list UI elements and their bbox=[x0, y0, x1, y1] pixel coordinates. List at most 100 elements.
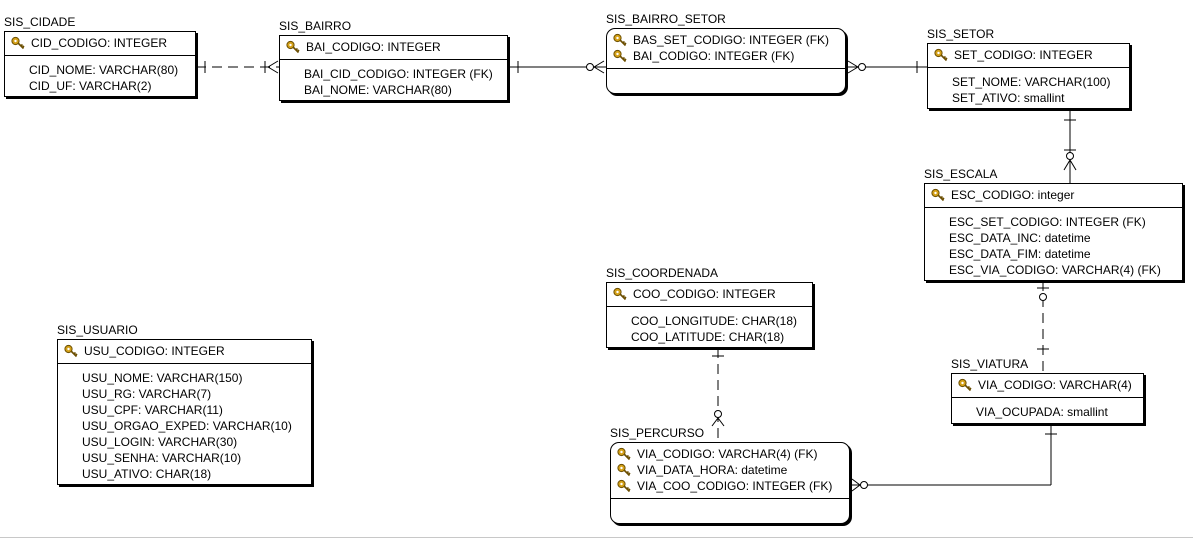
primary-key-section: BAI_CODIGO: INTEGER bbox=[280, 36, 507, 60]
optional-circle bbox=[1066, 152, 1074, 160]
attribute-row: VIA_OCUPADA: smallint bbox=[976, 405, 1108, 419]
primary-key-row: CID_CODIGO: INTEGER bbox=[5, 35, 195, 51]
attribute-row: BAI_CID_CODIGO: INTEGER (FK) bbox=[304, 67, 493, 81]
attribute-row: USU_ORGAO_EXPED: VARCHAR(10) bbox=[82, 419, 292, 433]
key-icon bbox=[11, 36, 25, 50]
primary-key-row: VIA_CODIGO: VARCHAR(4) bbox=[952, 377, 1143, 393]
crow-foot bbox=[717, 417, 725, 427]
attribute-row: USU_ATIVO: CHAR(18) bbox=[82, 467, 212, 481]
optional-circle bbox=[860, 481, 868, 489]
crow-foot bbox=[593, 66, 605, 74]
attribute-section: SET_NOME: VARCHAR(100)SET_ATIVO: smallin… bbox=[928, 74, 1129, 108]
key-icon bbox=[613, 49, 627, 63]
primary-key-row: COO_CODIGO: INTEGER bbox=[607, 286, 812, 302]
pk-column-label: VIA_CODIGO: VARCHAR(4) (FK) bbox=[637, 447, 818, 461]
crow-foot bbox=[851, 478, 861, 486]
attribute-row: BAI_NOME: VARCHAR(80) bbox=[304, 83, 452, 97]
key-icon bbox=[617, 479, 631, 493]
attribute-row: ESC_DATA_INC: datetime bbox=[949, 231, 1091, 245]
primary-key-section: ESC_CODIGO: integer bbox=[925, 184, 1182, 208]
crow-foot bbox=[593, 60, 605, 68]
attribute-row: ESC_VIA_CODIGO: VARCHAR(4) (FK) bbox=[949, 263, 1161, 277]
crow-foot bbox=[847, 60, 859, 68]
entity-sis-viatura[interactable]: SIS_VIATURA VIA_CODIGO: VARCHAR(4) VIA_OC… bbox=[951, 357, 1144, 424]
primary-key-row: ESC_CODIGO: integer bbox=[925, 187, 1182, 203]
optional-circle bbox=[858, 63, 866, 71]
pk-column-label: COO_CODIGO: INTEGER bbox=[633, 287, 776, 301]
entity-box: CID_CODIGO: INTEGER CID_NOME: VARCHAR(80)… bbox=[4, 31, 196, 97]
primary-key-section: CID_CODIGO: INTEGER bbox=[5, 32, 195, 56]
primary-key-section: VIA_CODIGO: VARCHAR(4) (FK) VIA_DATA_HOR… bbox=[611, 443, 849, 499]
attribute-section bbox=[607, 75, 845, 93]
entity-title: SIS_USUARIO bbox=[57, 323, 138, 337]
attribute-row: COO_LATITUDE: CHAR(18) bbox=[631, 330, 785, 344]
key-icon bbox=[958, 378, 972, 392]
attribute-row: USU_NOME: VARCHAR(150) bbox=[82, 371, 243, 385]
primary-key-section: USU_CODIGO: INTEGER bbox=[58, 340, 311, 364]
optional-circle bbox=[586, 63, 594, 71]
crow-foot bbox=[1069, 159, 1077, 171]
pk-column-label: CID_CODIGO: INTEGER bbox=[31, 36, 168, 50]
entity-sis-cidade[interactable]: SIS_CIDADE CID_CODIGO: INTEGER CID_NOME: … bbox=[4, 15, 196, 97]
pk-column-label: ESC_CODIGO: integer bbox=[951, 188, 1075, 202]
primary-key-section: SET_CODIGO: INTEGER bbox=[928, 44, 1129, 68]
entity-title: SIS_CIDADE bbox=[4, 15, 76, 29]
entity-title: SIS_PERCURSO bbox=[610, 426, 705, 440]
key-icon bbox=[286, 40, 300, 54]
primary-key-section: COO_CODIGO: INTEGER bbox=[607, 283, 812, 307]
optional-circle bbox=[1039, 293, 1047, 301]
primary-key-section: BAS_SET_CODIGO: INTEGER (FK) BAI_CODIGO:… bbox=[607, 29, 845, 69]
pk-column-label: BAI_CODIGO: INTEGER (FK) bbox=[633, 49, 795, 63]
pk-column-label: VIA_DATA_HORA: datetime bbox=[637, 463, 788, 477]
key-icon bbox=[613, 33, 627, 47]
entity-title: SIS_SETOR bbox=[927, 27, 995, 41]
primary-key-row: VIA_DATA_HORA: datetime bbox=[611, 462, 849, 478]
attribute-row: USU_SENHA: VARCHAR(10) bbox=[82, 451, 242, 465]
crow-foot bbox=[267, 60, 279, 68]
entity-sis-usuario[interactable]: SIS_USUARIO USU_CODIGO: INTEGER USU_NOME:… bbox=[57, 323, 312, 485]
entity-title: SIS_ESCALA bbox=[924, 167, 998, 181]
pk-column-label: USU_CODIGO: INTEGER bbox=[84, 344, 225, 358]
attribute-row: USU_LOGIN: VARCHAR(30) bbox=[82, 435, 238, 449]
crow-foot bbox=[267, 66, 279, 74]
crow-foot bbox=[847, 66, 859, 74]
pk-column-label: VIA_COO_CODIGO: INTEGER (FK) bbox=[637, 479, 833, 493]
entity-sis-coordenada[interactable]: SIS_COORDENADA COO_CODIGO: INTEGER COO_LO… bbox=[606, 266, 813, 348]
pk-column-label: SET_CODIGO: INTEGER bbox=[954, 48, 1093, 62]
key-icon bbox=[931, 188, 945, 202]
attribute-row: SET_NOME: VARCHAR(100) bbox=[952, 75, 1111, 89]
key-icon bbox=[64, 344, 78, 358]
attribute-row: ESC_DATA_FIM: datetime bbox=[949, 247, 1091, 261]
crow-foot bbox=[851, 484, 861, 492]
attribute-section: CID_NOME: VARCHAR(80)CID_UF: VARCHAR(2) bbox=[5, 62, 195, 96]
key-icon bbox=[617, 463, 631, 477]
entity-sis-bairro-setor[interactable]: SIS_BAIRRO_SETOR BAS_SET_CODIGO: INTEGER… bbox=[606, 12, 846, 94]
attribute-row: ESC_SET_CODIGO: INTEGER (FK) bbox=[949, 215, 1146, 229]
entity-title: SIS_COORDENADA bbox=[606, 266, 719, 280]
primary-key-row: BAI_CODIGO: INTEGER bbox=[280, 39, 507, 55]
entity-box: SET_CODIGO: INTEGER SET_NOME: VARCHAR(100… bbox=[927, 43, 1130, 109]
key-icon bbox=[934, 48, 948, 62]
primary-key-section: VIA_CODIGO: VARCHAR(4) bbox=[952, 374, 1143, 398]
attribute-section: USU_NOME: VARCHAR(150)USU_RG: VARCHAR(7)… bbox=[58, 370, 311, 484]
attribute-row: CID_UF: VARCHAR(2) bbox=[29, 79, 152, 93]
optional-circle bbox=[714, 410, 722, 418]
attribute-row: COO_LONGITUDE: CHAR(18) bbox=[631, 314, 798, 328]
bottom-divider bbox=[0, 537, 1193, 538]
entity-sis-setor[interactable]: SIS_SETOR SET_CODIGO: INTEGER SET_NOME: V… bbox=[927, 27, 1130, 109]
entity-box: VIA_CODIGO: VARCHAR(4) (FK) VIA_DATA_HOR… bbox=[610, 442, 850, 524]
entity-title: SIS_VIATURA bbox=[951, 357, 1029, 371]
entity-box: USU_CODIGO: INTEGER USU_NOME: VARCHAR(150… bbox=[57, 339, 312, 485]
entity-sis-percurso[interactable]: SIS_PERCURSO VIA_CODIGO: VARCHAR(4) (FK)… bbox=[610, 426, 850, 524]
attribute-row: USU_CPF: VARCHAR(11) bbox=[82, 403, 223, 417]
key-icon bbox=[613, 287, 627, 301]
pk-column-label: BAI_CODIGO: INTEGER bbox=[306, 40, 441, 54]
entity-title: SIS_BAIRRO_SETOR bbox=[606, 12, 726, 26]
entity-box: BAI_CODIGO: INTEGER BAI_CID_CODIGO: INTEG… bbox=[279, 35, 508, 101]
crow-foot bbox=[1063, 159, 1071, 171]
pk-column-label: VIA_CODIGO: VARCHAR(4) bbox=[978, 378, 1132, 392]
